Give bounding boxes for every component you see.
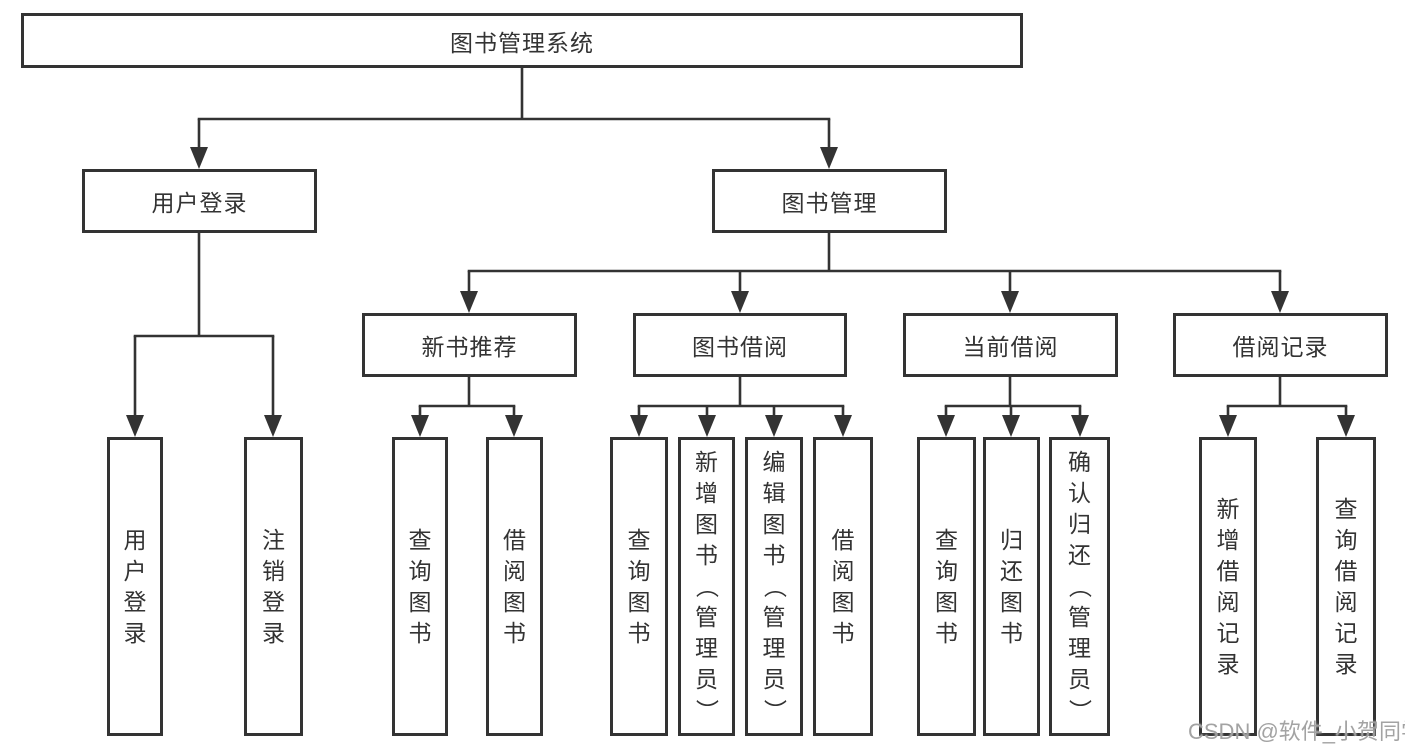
node-label: 用户登录 [151,190,248,216]
node-label: 新增图书（管理员） [694,449,720,722]
node-leaf-return-books: 归还图书 [983,437,1040,736]
node-label: 用户登录 [123,526,147,646]
node-leaf-confirm-return-admin: 确认归还（管理员） [1049,437,1110,736]
node-leaf-edit-books-admin: 编辑图书（管理员） [745,437,803,736]
node-leaf-query-books-recommend: 查询图书 [392,437,448,736]
node-leaf-query-books-borrow: 查询图书 [610,437,668,736]
node-leaf-logout: 注销登录 [244,437,303,736]
node-label: 新增借阅记录 [1216,495,1240,677]
node-leaf-add-books-admin: 新增图书（管理员） [678,437,735,736]
node-label: 图书管理 [781,190,878,216]
node-label: 借阅记录 [1232,334,1329,360]
node-label: 注销登录 [262,526,285,646]
node-label: 借阅图书 [831,526,855,646]
node-leaf-user-login: 用户登录 [107,437,163,736]
node-label: 图书借阅 [692,334,788,360]
node-leaf-borrow-books: 借阅图书 [813,437,873,736]
node-user-login: 用户登录 [82,169,317,233]
node-current-borrow: 当前借阅 [903,313,1118,377]
node-label: 编辑图书（管理员） [761,449,788,722]
node-library-management-system: 图书管理系统 [21,13,1023,68]
node-label: 查询借阅记录 [1334,495,1358,677]
node-label: 确认归还（管理员） [1067,449,1093,722]
node-book-borrow: 图书借阅 [633,313,847,377]
node-label: 借阅图书 [503,526,526,646]
node-leaf-add-borrow-record: 新增借阅记录 [1199,437,1257,736]
node-label: 归还图书 [1000,526,1023,646]
node-label: 查询图书 [935,526,958,646]
csdn-watermark: CSDN @软件_小贺同学 [1188,719,1405,744]
node-leaf-borrow-books-recommend: 借阅图书 [486,437,543,736]
node-new-book-recommend: 新书推荐 [362,313,577,377]
node-borrow-record: 借阅记录 [1173,313,1388,377]
node-label: 当前借阅 [962,334,1059,360]
node-label: 图书管理系统 [450,29,594,56]
node-label: 查询图书 [408,526,432,646]
node-label: 查询图书 [627,526,651,646]
node-leaf-query-books-current: 查询图书 [917,437,976,736]
node-label: 新书推荐 [421,334,518,360]
node-book-management: 图书管理 [712,169,947,233]
node-leaf-query-borrow-record: 查询借阅记录 [1316,437,1376,736]
